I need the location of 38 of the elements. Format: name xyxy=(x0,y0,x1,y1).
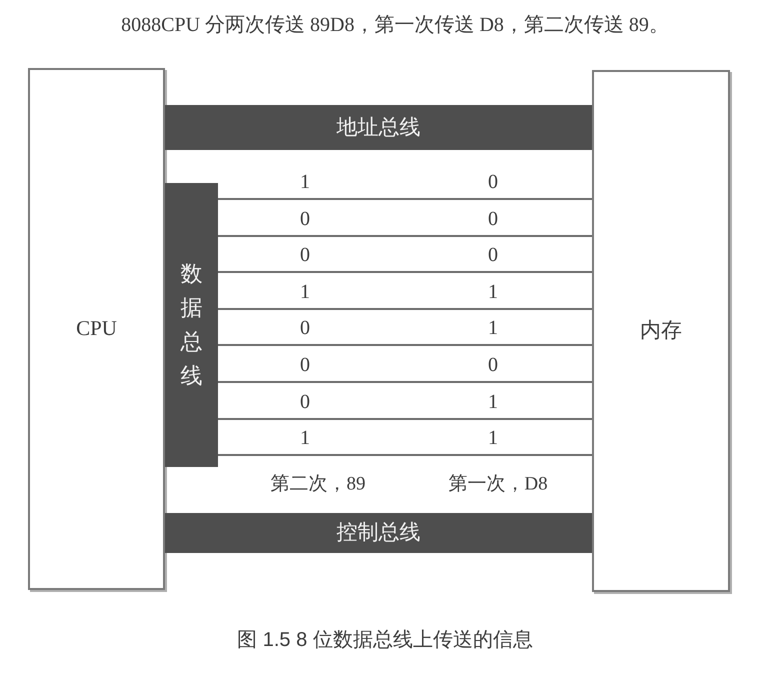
data-line xyxy=(218,381,592,383)
data-line xyxy=(218,344,592,346)
bit-value: 0 xyxy=(488,170,498,194)
figure-caption: 图 1.5 8 位数据总线上传送的信息 xyxy=(237,628,533,652)
bit-value: 1 xyxy=(488,280,498,304)
bit-value: 0 xyxy=(300,207,310,231)
bit-value: 1 xyxy=(488,390,498,414)
bus-label: 地址总线 xyxy=(336,114,420,140)
intro-sentence: 8088CPU 分两次传送 89D8，第一次传送 D8，第二次传送 89。 xyxy=(121,13,669,37)
bus-band xyxy=(165,513,592,553)
bus-label: 控制总线 xyxy=(336,520,420,546)
bit-value: 0 xyxy=(488,207,498,231)
data-line xyxy=(218,454,592,456)
bit-value: 0 xyxy=(300,353,310,377)
bus-label: 数据总线 xyxy=(180,260,204,390)
column-heading: 第二次，89 xyxy=(270,474,366,496)
data-line xyxy=(218,271,592,273)
data-line xyxy=(218,308,592,310)
bit-value: 0 xyxy=(300,316,310,340)
unit-label: 内存 xyxy=(640,318,682,344)
bit-value: 1 xyxy=(488,426,498,450)
bit-value: 1 xyxy=(300,170,310,194)
bit-value: 1 xyxy=(488,316,498,340)
bit-value: 0 xyxy=(300,390,310,414)
bus-band xyxy=(165,105,592,150)
bit-value: 1 xyxy=(300,280,310,304)
bit-value: 0 xyxy=(300,243,310,267)
unit-label: CPU xyxy=(76,316,117,342)
data-line xyxy=(218,235,592,237)
bit-value: 1 xyxy=(300,426,310,450)
data-line xyxy=(218,418,592,420)
bit-value: 0 xyxy=(488,353,498,377)
bit-value: 0 xyxy=(488,243,498,267)
unit-box xyxy=(592,70,730,592)
column-heading: 第一次，D8 xyxy=(448,474,548,496)
unit-box xyxy=(28,68,165,590)
bus-band xyxy=(165,183,218,467)
data-line xyxy=(218,198,592,200)
